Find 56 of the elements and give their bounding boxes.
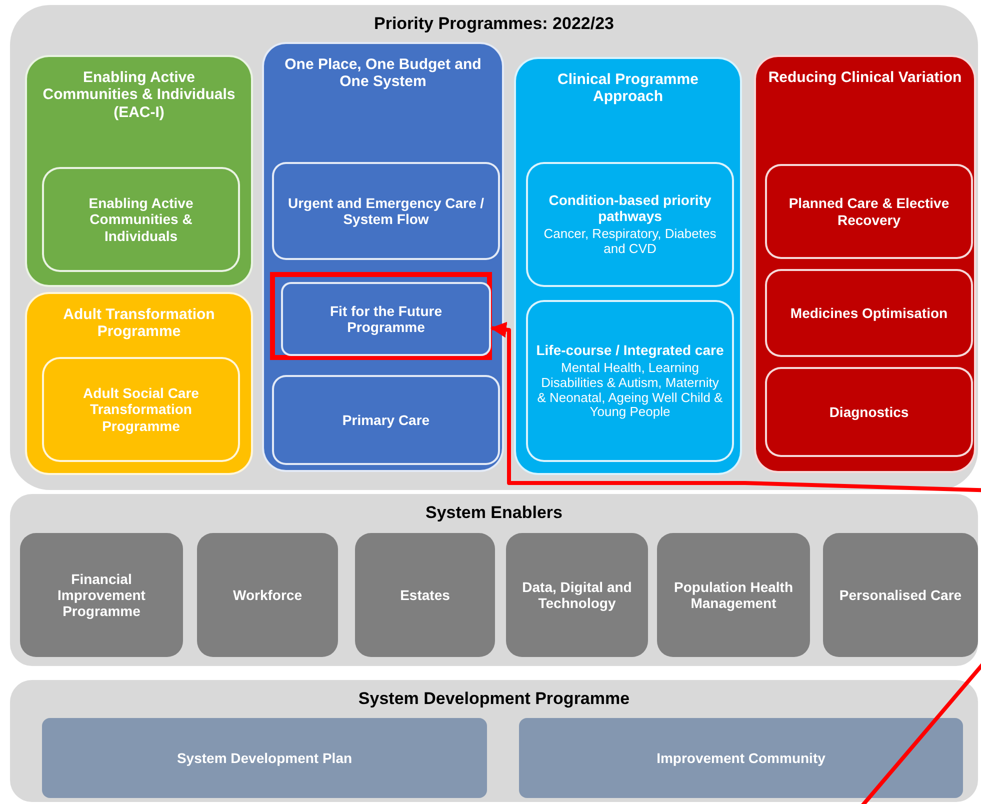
programme-card bbox=[262, 42, 504, 472]
box-label: Medicines Optimisation bbox=[790, 304, 948, 322]
workstream-box bbox=[526, 300, 734, 462]
enabler-box bbox=[197, 533, 338, 657]
group-heading: Enabling Active Communities & Individuals (EAC-I) bbox=[42, 69, 236, 121]
box-label: Improvement Community bbox=[656, 750, 826, 766]
box-description: Mental Health, Learning Disabilities & Autism, Maternity & Neonatal, Ageing Well Child & Young People bbox=[536, 360, 724, 420]
section-panel bbox=[10, 5, 978, 490]
programme-card bbox=[514, 57, 742, 475]
box-description: Cancer, Respiratory, Diabetes and CVD bbox=[542, 227, 718, 258]
box-label: Population Health Management bbox=[673, 578, 794, 612]
box-label: System Development Plan bbox=[176, 750, 352, 766]
plan-box bbox=[519, 718, 963, 798]
group-heading: Adult Transformation Programme bbox=[62, 306, 216, 340]
group-heading: Priority Programmes: 2022/23 bbox=[374, 14, 614, 34]
programme-card bbox=[754, 55, 976, 473]
section-panel bbox=[10, 680, 978, 802]
group-heading: Clinical Programme Approach bbox=[556, 71, 700, 106]
workstream-box bbox=[765, 269, 973, 357]
box-label: Enabling Active Communities & Individuals bbox=[88, 195, 194, 244]
box-label: Estates bbox=[400, 586, 450, 604]
plan-box bbox=[42, 718, 487, 798]
box-label: Life-course / Integrated care bbox=[536, 342, 724, 358]
enabler-box bbox=[20, 533, 183, 657]
box-label: Primary Care bbox=[342, 412, 430, 428]
group-heading: System Development Programme bbox=[358, 689, 630, 709]
box-label: Diagnostics bbox=[829, 404, 909, 420]
enabler-box bbox=[355, 533, 495, 657]
highlight-frame bbox=[270, 272, 492, 360]
box-label: Adult Social Care Transformation Programme bbox=[82, 385, 200, 434]
box-label: Planned Care & Elective Recovery bbox=[788, 195, 950, 228]
enabler-box bbox=[657, 533, 810, 657]
box-label: Financial Improvement Programme bbox=[56, 570, 146, 620]
workstream-box bbox=[281, 282, 491, 356]
programme-card bbox=[25, 292, 253, 475]
workstream-box bbox=[272, 375, 500, 465]
workstream-box bbox=[42, 167, 240, 272]
box-label: Condition-based priority pathways bbox=[548, 192, 712, 224]
arrow bbox=[490, 322, 981, 493]
box-label: Personalised Care bbox=[839, 586, 962, 604]
enabler-box bbox=[823, 533, 978, 657]
group-heading: One Place, One Budget and One System bbox=[284, 56, 482, 90]
workstream-box bbox=[765, 367, 973, 457]
group-heading: Reducing Clinical Variation bbox=[768, 69, 962, 86]
box-label: Workforce bbox=[233, 586, 302, 604]
group-heading: System Enablers bbox=[425, 503, 562, 523]
section-panel bbox=[10, 494, 978, 666]
enabler-box bbox=[506, 533, 648, 657]
workstream-box bbox=[272, 162, 500, 260]
programme-card bbox=[25, 55, 253, 287]
workstream-box bbox=[526, 162, 734, 287]
workstream-box bbox=[42, 357, 240, 462]
box-label: Urgent and Emergency Care / System Flow bbox=[286, 194, 486, 228]
box-label: Fit for the Future Programme bbox=[329, 302, 443, 336]
workstream-box bbox=[765, 164, 973, 259]
box-label: Data, Digital and Technology bbox=[521, 578, 633, 612]
